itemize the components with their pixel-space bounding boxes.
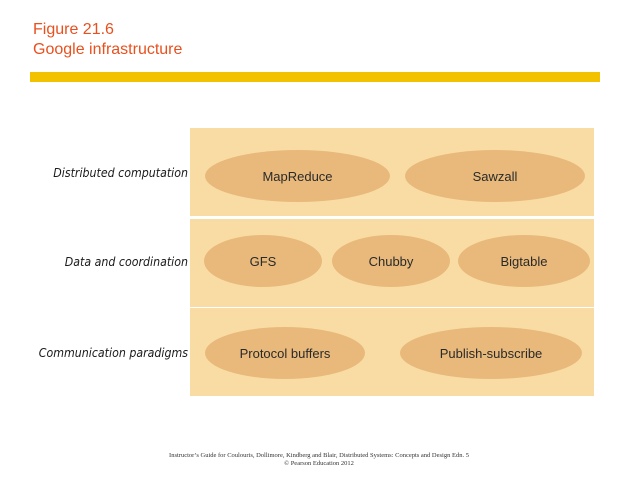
- footer-copyright: © Pearson Education 2012: [284, 460, 354, 467]
- component-mapreduce: MapReduce: [205, 150, 390, 202]
- component-sawzall: Sawzall: [405, 150, 585, 202]
- component-protocol-buffers: Protocol buffers: [205, 327, 365, 379]
- figure-title: Google infrastructure: [33, 41, 183, 58]
- component-publish-subscribe: Publish-subscribe: [400, 327, 582, 379]
- component-bigtable: Bigtable: [458, 235, 590, 287]
- title-rule: [30, 72, 600, 82]
- layer-label-distributed-computation: Distributed computation: [53, 166, 188, 180]
- figure-number: Figure 21.6: [33, 21, 114, 38]
- layer-label-data-and-coordination: Data and coordination: [64, 255, 188, 269]
- component-gfs: GFS: [204, 235, 322, 287]
- footer-credit: Instructor’s Guide for Coulouris, Dollim…: [169, 452, 469, 459]
- layer-label-communication-paradigms: Communication paradigms: [38, 346, 188, 360]
- component-chubby: Chubby: [332, 235, 450, 287]
